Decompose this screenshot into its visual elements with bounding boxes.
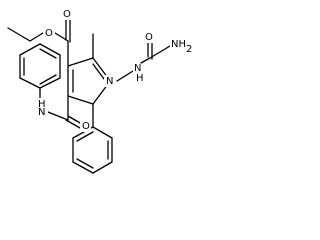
atom-label-subscript: 2 [186,44,192,55]
atom-label-n: N [38,107,45,118]
label-bg [43,27,55,39]
bond-amide-double-b [67,115,83,125]
label-bg [104,75,116,87]
bond-nph-inner-2 [39,48,57,59]
bond-ring-n1-c5 [92,83,109,105]
bond-nph-6 [39,77,61,89]
bond-cph-3 [92,161,113,174]
bond-ring-c2-n1 [92,57,109,79]
bond-ring-c5-c4 [67,95,94,105]
atom-label-h: H [136,73,144,84]
atom-label-nh: NH [171,39,186,50]
atom-label-o: O [63,9,71,20]
bond-nph-3 [19,43,41,56]
chemical-structure-diagram: O O N N H O NH 2 H N O [7,9,192,174]
bond-nph-4 [39,43,61,56]
atom-label-o: O [82,121,90,132]
label-bg [36,98,48,116]
atom-label-n: N [134,63,141,74]
atom-label-n: N [106,76,113,87]
bond-ring-c2-c1-double [92,63,105,80]
bond-cph-inner-2 [76,158,94,169]
bond-ethyl-ch3-ch2 [7,27,31,42]
bond-nph-1 [19,77,41,89]
atom-label-h: H [38,99,46,110]
label-bg [144,32,154,43]
atom-label-o: O [145,32,153,43]
label-bg [170,38,192,52]
bond-amide-c-n [47,111,69,121]
bond-n1-nh [116,70,134,82]
bond-amide-double-a [65,119,81,129]
bond-nh-c-urea [140,57,151,64]
bond-cph-4 [72,161,94,174]
label-bg [133,64,143,74]
bond-cph-1 [92,126,113,139]
label-bg [62,9,72,20]
bond-urea-c-nh2 [149,45,171,59]
bond-ring-c3-c2 [67,57,94,67]
bond-ethyl-ch2-o [29,32,44,42]
atom-label-o: O [45,28,53,39]
bond-cph-inner-3 [76,131,94,142]
bond-nph-inner-3 [39,74,57,85]
label-bg [80,120,91,132]
